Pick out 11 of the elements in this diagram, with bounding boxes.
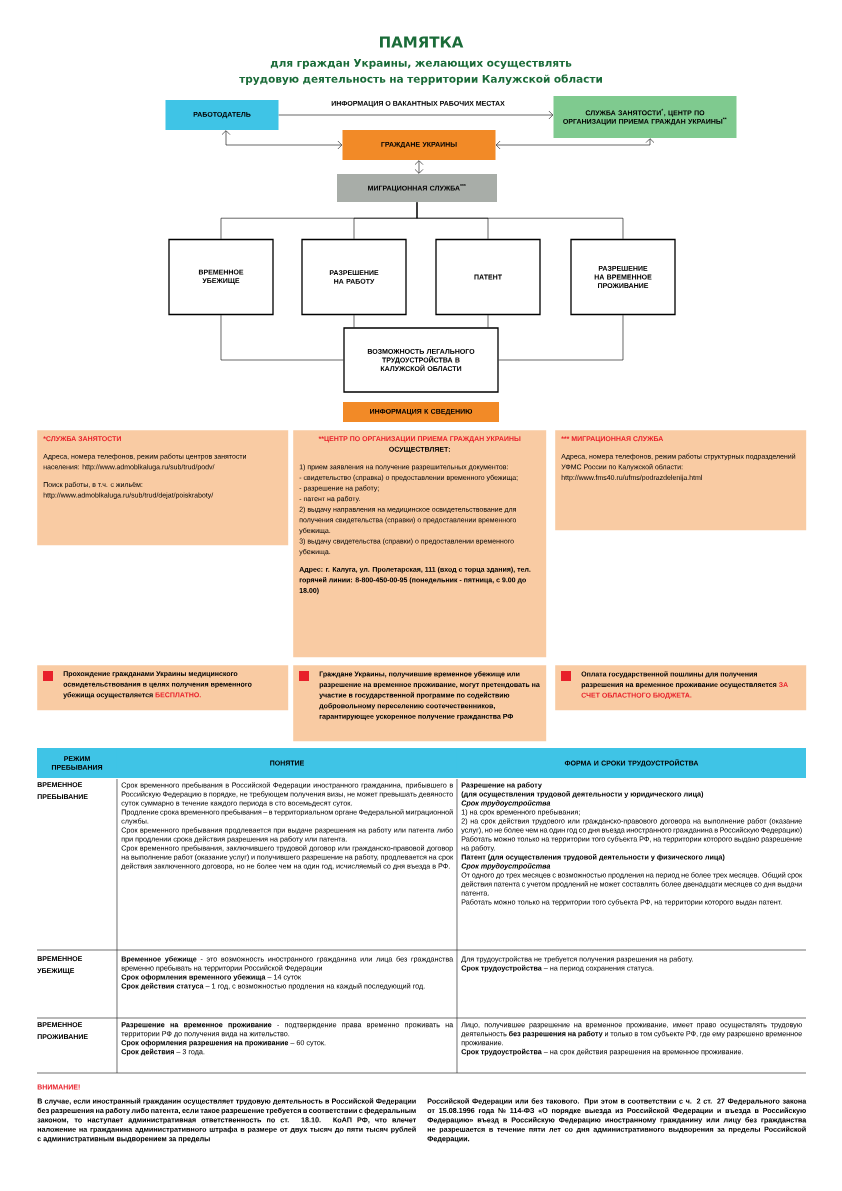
connector <box>220 314 344 361</box>
title: ПАМЯТКА <box>380 36 464 48</box>
connector <box>498 314 624 361</box>
connector <box>487 314 489 328</box>
connector <box>278 110 554 120</box>
connector <box>414 160 424 174</box>
connector <box>495 138 655 150</box>
connector <box>416 201 624 240</box>
connector <box>221 130 343 150</box>
subtitle: для граждан Украины, желающих осуществлять трудовую деятельность на территории Калужской области <box>239 59 602 85</box>
connector <box>353 314 355 328</box>
